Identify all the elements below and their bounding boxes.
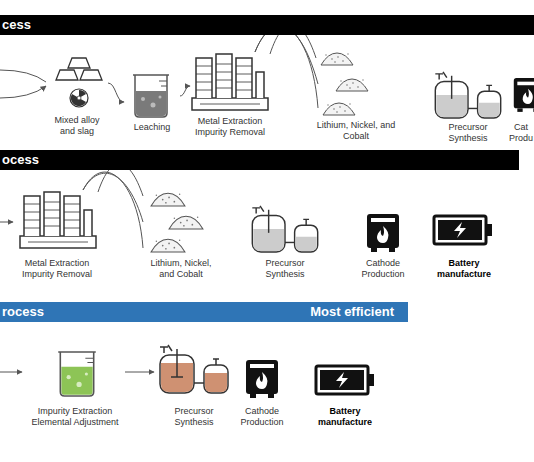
process-arrow: [125, 372, 154, 373]
process-step: Precursor Synthesis: [246, 200, 324, 280]
band-title: ocess: [2, 152, 39, 168]
step-label: Lithium, Nickel, and Cobalt: [143, 258, 219, 280]
process-arrow: [108, 83, 124, 102]
process-step: Cat Produ: [508, 70, 534, 144]
process-step: Battery manufacture: [424, 200, 504, 280]
process-step: Lithium, Nickel, and Cobalt: [143, 186, 219, 280]
header-band: rocess Most efficient: [0, 302, 408, 322]
step-label: Lithium, Nickel, and Cobalt: [316, 120, 396, 142]
process-step: Lithium, Nickel, and Cobalt: [316, 48, 396, 142]
process-step: Metal Extraction Impurity Removal: [16, 186, 98, 280]
header-band: cess: [0, 15, 534, 35]
process-step: Metal Extraction Impurity Removal: [190, 48, 270, 138]
step-label: Battery manufacture: [424, 258, 504, 280]
step-label: Metal Extraction Impurity Removal: [16, 258, 98, 280]
step-label: Battery manufacture: [305, 406, 385, 428]
process-step: Leaching: [124, 72, 180, 133]
header-band: ocess: [0, 150, 519, 170]
process-step: Mixed alloy and slag: [46, 55, 108, 137]
band-title: Most efficient: [310, 304, 394, 320]
process-arrow: [180, 86, 190, 96]
band-title: rocess: [2, 304, 44, 320]
step-label: Leaching: [124, 122, 180, 133]
process-step: Impurity Extraction Elemental Adjustment: [25, 340, 125, 428]
step-label: Precursor Synthesis: [154, 406, 234, 428]
step-label: Metal Extraction Impurity Removal: [190, 116, 270, 138]
step-label: Cat Produ: [508, 122, 534, 144]
step-label: Mixed alloy and slag: [46, 115, 108, 137]
process-step: Precursor Synthesis: [428, 70, 508, 144]
band-title: cess: [2, 17, 31, 33]
step-label: Impurity Extraction Elemental Adjustment: [25, 406, 125, 428]
step-label: Cathode Production: [344, 258, 422, 280]
process-step: Battery manufacture: [305, 340, 385, 428]
step-label: Precursor Synthesis: [246, 258, 324, 280]
process-step: Cathode Production: [344, 200, 422, 280]
process-step: Precursor Synthesis: [154, 340, 234, 428]
process-step: Cathode Production: [228, 340, 296, 428]
step-label: Precursor Synthesis: [428, 122, 508, 144]
step-label: Cathode Production: [228, 406, 296, 428]
